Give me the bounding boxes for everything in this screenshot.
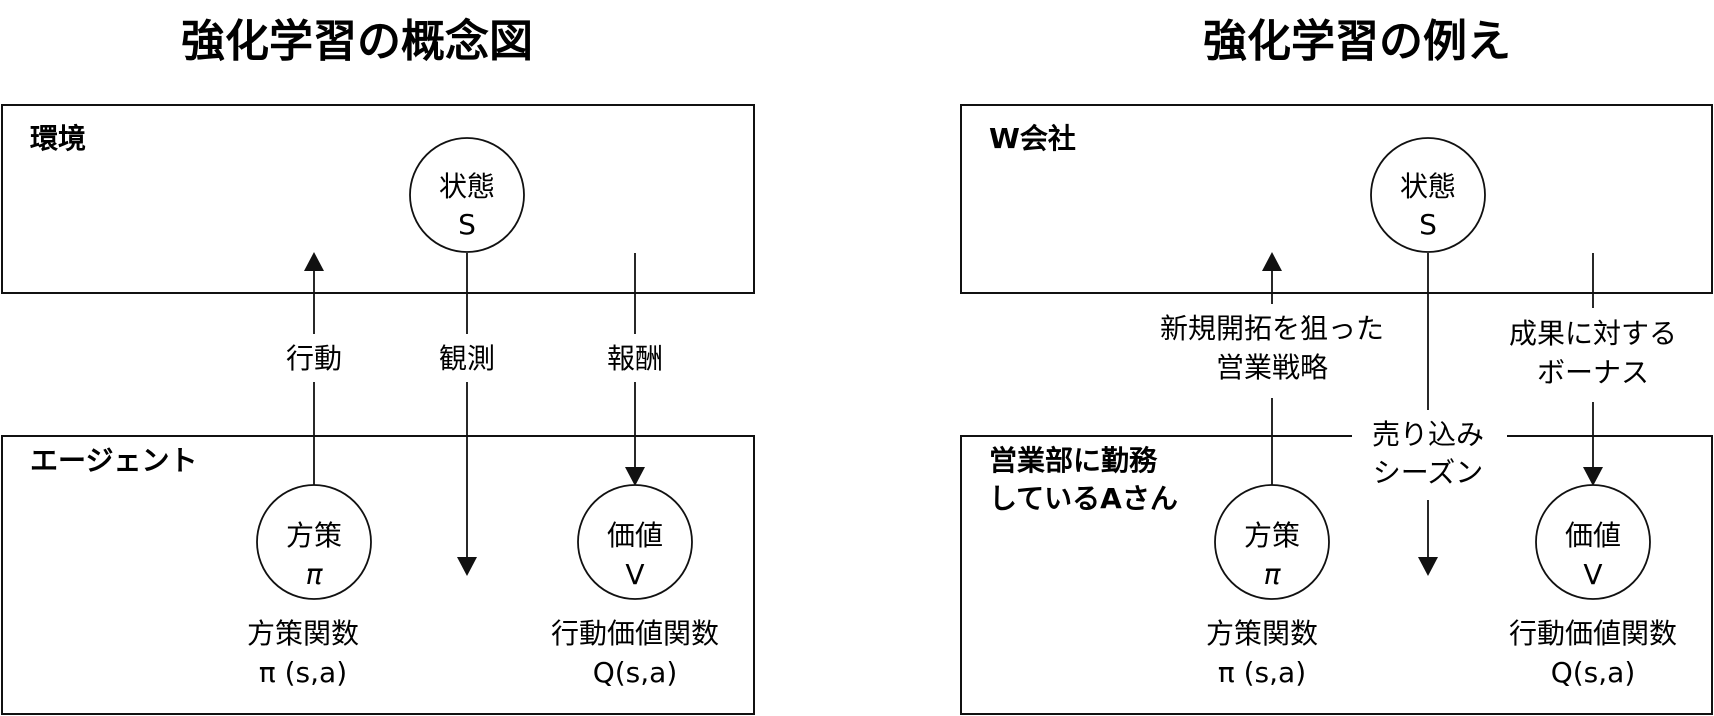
right-policy-function-caption: 方策関数	[1206, 617, 1318, 650]
left-title: 強化学習の概念図	[181, 16, 533, 67]
right-policy-node: 方策 π	[1214, 484, 1330, 600]
right-diagram: 強化学習の例え W会社 新規開拓を狙った 営業戦略 売り込み シーズン 成果に対…	[960, 16, 1713, 715]
season-arrow-label-line2: シーズン	[1373, 456, 1484, 489]
value-function-caption: 行動価値関数	[551, 617, 719, 650]
strategy-arrow-label-line1: 新規開拓を狙った	[1160, 312, 1384, 345]
state-node-label: 状態	[439, 170, 495, 203]
right-value-function-caption: 行動価値関数	[1509, 617, 1677, 650]
left-diagram: 強化学習の概念図 環境 エージェント 行動 観測 報酬 状態	[1, 16, 755, 715]
reward-arrow-label: 報酬	[607, 342, 663, 375]
right-policy-function-formula: π (s,a)	[1218, 656, 1306, 689]
right-value-function-formula: Q(s,a)	[1551, 656, 1636, 689]
employee-label-line2: しているAさん	[989, 482, 1178, 515]
agent-label: エージェント	[30, 444, 197, 477]
employee-label-line1: 営業部に勤務	[989, 444, 1158, 477]
company-box	[960, 104, 1713, 294]
bonus-arrow-label-line1: 成果に対する	[1509, 317, 1677, 350]
right-policy-node-label: 方策	[1244, 519, 1300, 552]
policy-node-symbol: π	[306, 558, 324, 591]
right-value-node-label: 価値	[1565, 519, 1621, 552]
right-value-node: 価値 V	[1535, 484, 1651, 600]
strategy-arrow-label-line2: 営業戦略	[1216, 351, 1328, 384]
action-arrow-label: 行動	[286, 342, 342, 375]
environment-box	[1, 104, 755, 294]
right-title: 強化学習の例え	[1203, 16, 1511, 67]
value-node-label: 価値	[607, 519, 663, 552]
right-value-node-symbol: V	[1583, 558, 1602, 591]
value-node-symbol: V	[625, 558, 644, 591]
season-arrow-label-line1: 売り込み	[1372, 418, 1484, 451]
right-state-node-label: 状態	[1400, 170, 1456, 203]
policy-function-caption: 方策関数	[247, 617, 359, 650]
state-node-symbol: S	[458, 208, 476, 241]
observation-arrow-label: 観測	[439, 342, 495, 375]
policy-node-label: 方策	[286, 519, 342, 552]
bonus-arrow-label-line2: ボーナス	[1537, 356, 1649, 389]
policy-function-formula: π (s,a)	[259, 656, 347, 689]
environment-label: 環境	[30, 122, 86, 155]
observation-arrow	[457, 253, 477, 576]
policy-node: 方策 π	[256, 484, 372, 600]
company-label: W会社	[989, 122, 1076, 155]
right-state-node: 状態 S	[1370, 137, 1486, 253]
value-function-formula: Q(s,a)	[593, 656, 678, 689]
season-arrow	[1418, 253, 1438, 576]
state-node: 状態 S	[409, 137, 525, 253]
value-node: 価値 V	[577, 484, 693, 600]
right-policy-node-symbol: π	[1264, 558, 1282, 591]
right-state-node-symbol: S	[1419, 208, 1437, 241]
